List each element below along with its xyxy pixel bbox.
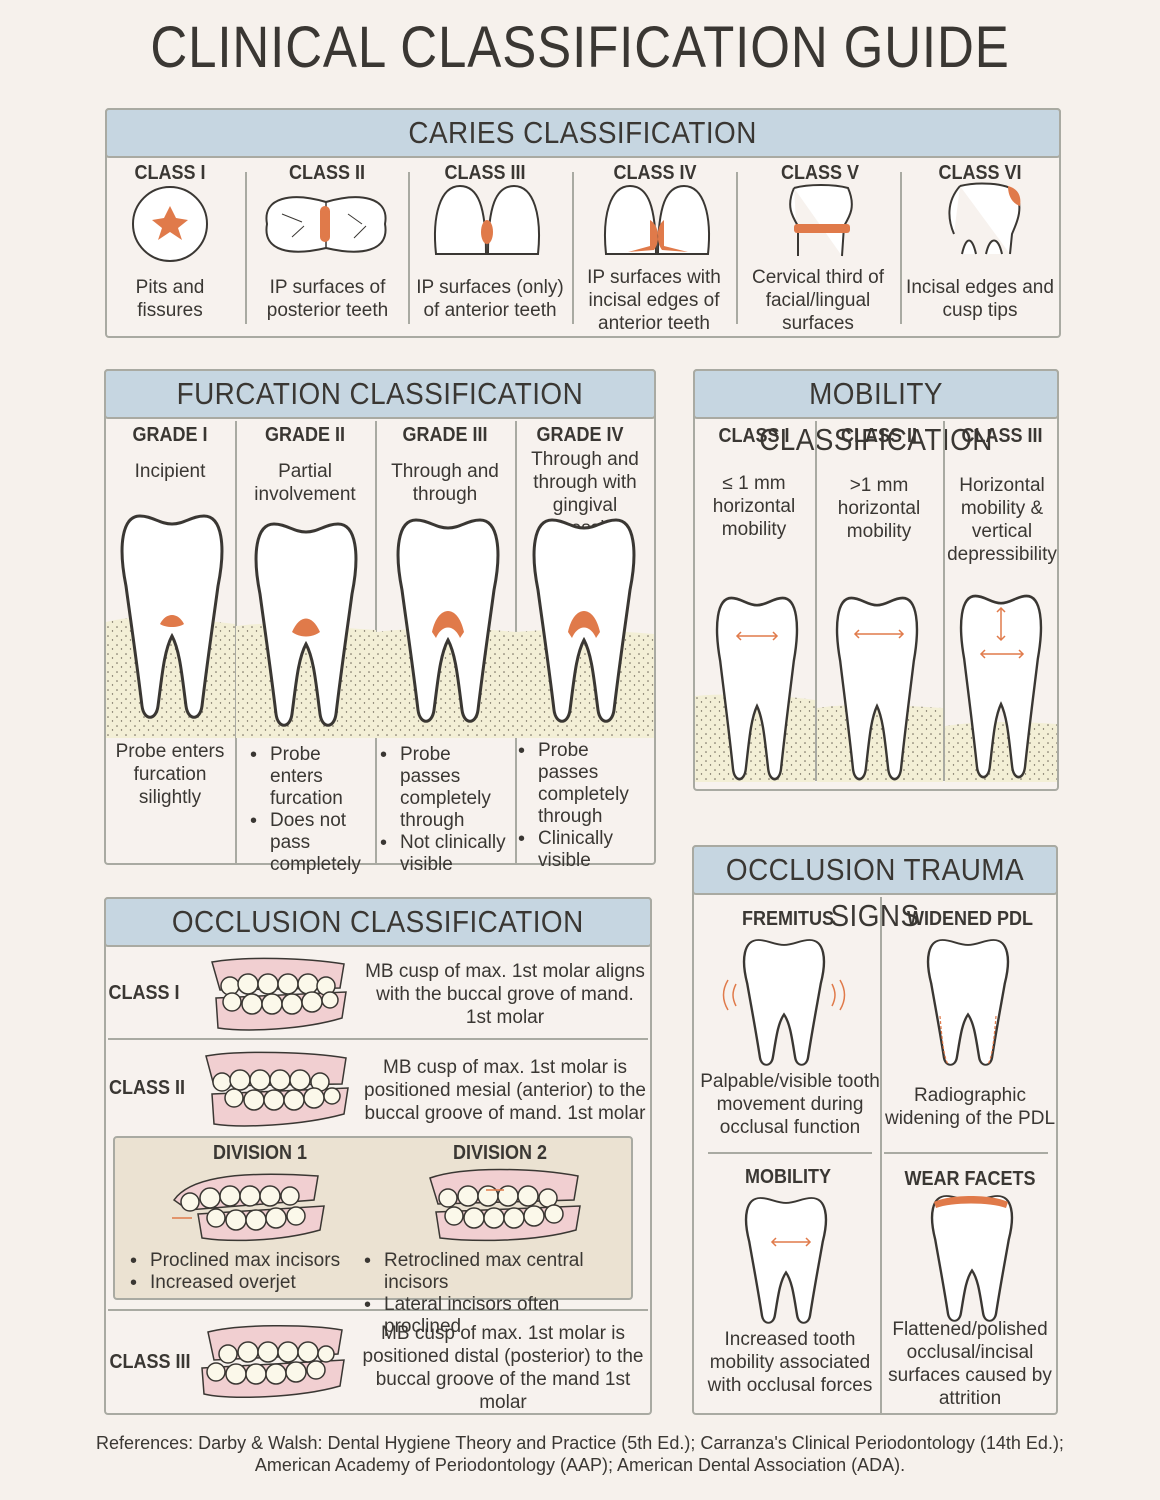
trauma-fremitus-label: FREMITUS	[742, 908, 834, 930]
furcation-header: FURCATION CLASSIFICATION	[104, 369, 656, 419]
division-1-icon	[172, 1173, 325, 1242]
caries-panel: CARIES CLASSIFICATION	[105, 108, 1061, 338]
caries-class-4-icon	[604, 184, 710, 255]
trauma-header: OCCLUSION TRAUMA SIGNS	[692, 845, 1058, 933]
furcation-grade-4-bullets: Probe passes completely through Clinical…	[516, 740, 648, 872]
trauma-icons	[722, 938, 1014, 1324]
division-2-label: DIVISION 2	[452, 1142, 548, 1164]
occlusion-class-1-label: CLASS I	[108, 982, 180, 1004]
furcation-grade-4-label: GRADE IV	[536, 424, 624, 446]
furcation-grade-2-sub: Partial involvement	[254, 461, 356, 505]
caries-class-6-icon	[948, 182, 1021, 255]
caries-class-3-desc: IP surfaces (only) of anterior teeth	[416, 277, 564, 321]
trauma-widened-pdl-desc: Radiographic widening of the PDL	[884, 1085, 1056, 1129]
caries-class-2-desc: IP surfaces of posterior teeth	[266, 277, 389, 321]
furcation-grade-3-sub: Through and through	[391, 461, 499, 505]
caries-class-5-label: CLASS V	[780, 162, 860, 184]
occlusion-class-3-icon	[201, 1325, 345, 1399]
occlusion-class-3-desc: MB cusp of max. 1st molar is positioned …	[362, 1323, 644, 1413]
furcation-grade-4-bullet-2: Clinically visible	[516, 828, 648, 872]
caries-class-1-icon	[132, 186, 208, 262]
furcation-grade-3-bullets: Probe passes completely through Not clin…	[378, 744, 510, 876]
furcation-grade-2-bullet-1: Probe enters furcation	[248, 744, 370, 810]
furcation-grade-4-bullet-1: Probe passes completely through	[516, 740, 648, 828]
mobility-class-3-desc: Horizontal mobility & vertical depressib…	[947, 475, 1057, 565]
mobility-header: MOBILITY CLASSIFICATION	[693, 369, 1059, 457]
furcation-grade-3-bullet-2: Not clinically visible	[378, 832, 510, 876]
references: References: Darby & Walsh: Dental Hygien…	[96, 1433, 1064, 1475]
mobility-class-3-label: CLASS III	[961, 425, 1043, 447]
caries-class-1-label: CLASS I	[134, 162, 206, 184]
caries-class-2-icon	[265, 196, 387, 253]
mobility-class-1-desc: ≤ 1 mm horizontal mobility	[712, 473, 796, 540]
occlusion-header: OCCLUSION CLASSIFICATION	[104, 897, 652, 947]
occlusion-class-1-icon	[211, 957, 347, 1031]
furcation-grade-3-bullet-1: Probe passes completely through	[378, 744, 510, 832]
division-1-bullet-2: Increased overjet	[128, 1272, 368, 1294]
caries-header: CARIES CLASSIFICATION	[105, 108, 1061, 158]
trauma-wear-facets-desc: Flattened/polished occlusal/incisal surf…	[888, 1319, 1052, 1409]
occlusion-class-3-label: CLASS III	[109, 1351, 191, 1373]
trauma-widened-pdl-label: WIDENED PDL	[907, 908, 1033, 930]
mobility-class-1-label: CLASS I	[718, 425, 790, 447]
caries-class-6-label: CLASS VI	[938, 162, 1022, 184]
division-2-bullet-1: Retroclined max central incisors	[362, 1250, 630, 1294]
caries-class-1-desc: Pits and fissures	[135, 277, 205, 321]
occlusion-class-2-icon	[205, 1051, 349, 1127]
trauma-fremitus-desc: Palpable/visible tooth movement during o…	[700, 1071, 880, 1138]
furcation-illustrations	[106, 514, 654, 738]
occlusion-class-2-label: CLASS II	[108, 1077, 185, 1099]
division-1-label: DIVISION 1	[212, 1142, 308, 1164]
mobility-class-2-label: CLASS II	[840, 425, 917, 447]
caries-class-2-label: CLASS II	[288, 162, 365, 184]
trauma-wear-facets-label: WEAR FACETS	[904, 1168, 1036, 1190]
furcation-grade-2-bullet-2: Does not pass completely	[248, 810, 370, 876]
trauma-mobility-label: MOBILITY	[744, 1166, 831, 1188]
occlusion-class-1-desc: MB cusp of max. 1st molar aligns with th…	[365, 961, 645, 1028]
occlusion-class-2-desc: MB cusp of max. 1st molar is positioned …	[364, 1057, 646, 1124]
mobility-illustrations	[695, 594, 1057, 782]
trauma-mobility-desc: Increased tooth mobility associated with…	[707, 1329, 873, 1396]
division-2-bullets: Retroclined max central incisors Lateral…	[362, 1250, 630, 1338]
division-2-icon	[429, 1168, 581, 1242]
furcation-grade-1-sub: Incipient	[134, 461, 206, 482]
division-2-bullet-2: Lateral incisors often proclined	[362, 1294, 630, 1338]
caries-class-3-label: CLASS III	[444, 162, 526, 184]
furcation-grade-1-label: GRADE I	[132, 424, 208, 446]
caries-class-6-desc: Incisal edges and cusp tips	[906, 277, 1054, 321]
furcation-grade-3-label: GRADE III	[402, 424, 488, 446]
mobility-class-2-desc: >1 mm horizontal mobility	[837, 475, 921, 542]
caries-class-5-desc: Cervical third of facial/lingual surface…	[752, 267, 884, 334]
division-1-bullet-1: Proclined max incisors	[128, 1250, 368, 1272]
furcation-grade-1-desc: Probe enters furcation silightly	[115, 741, 225, 808]
caries-class-4-label: CLASS IV	[613, 162, 697, 184]
caries-class-5-icon	[789, 184, 853, 257]
caries-class-4-desc: IP surfaces with incisal edges of anteri…	[587, 267, 721, 334]
furcation-grade-2-label: GRADE II	[264, 424, 346, 446]
division-1-bullets: Proclined max incisors Increased overjet	[128, 1250, 368, 1294]
page-title: CLINICAL CLASSIFICATION GUIDE	[150, 15, 1010, 80]
caries-class-3-icon	[434, 184, 540, 255]
furcation-grade-2-bullets: Probe enters furcation Does not pass com…	[248, 744, 370, 876]
